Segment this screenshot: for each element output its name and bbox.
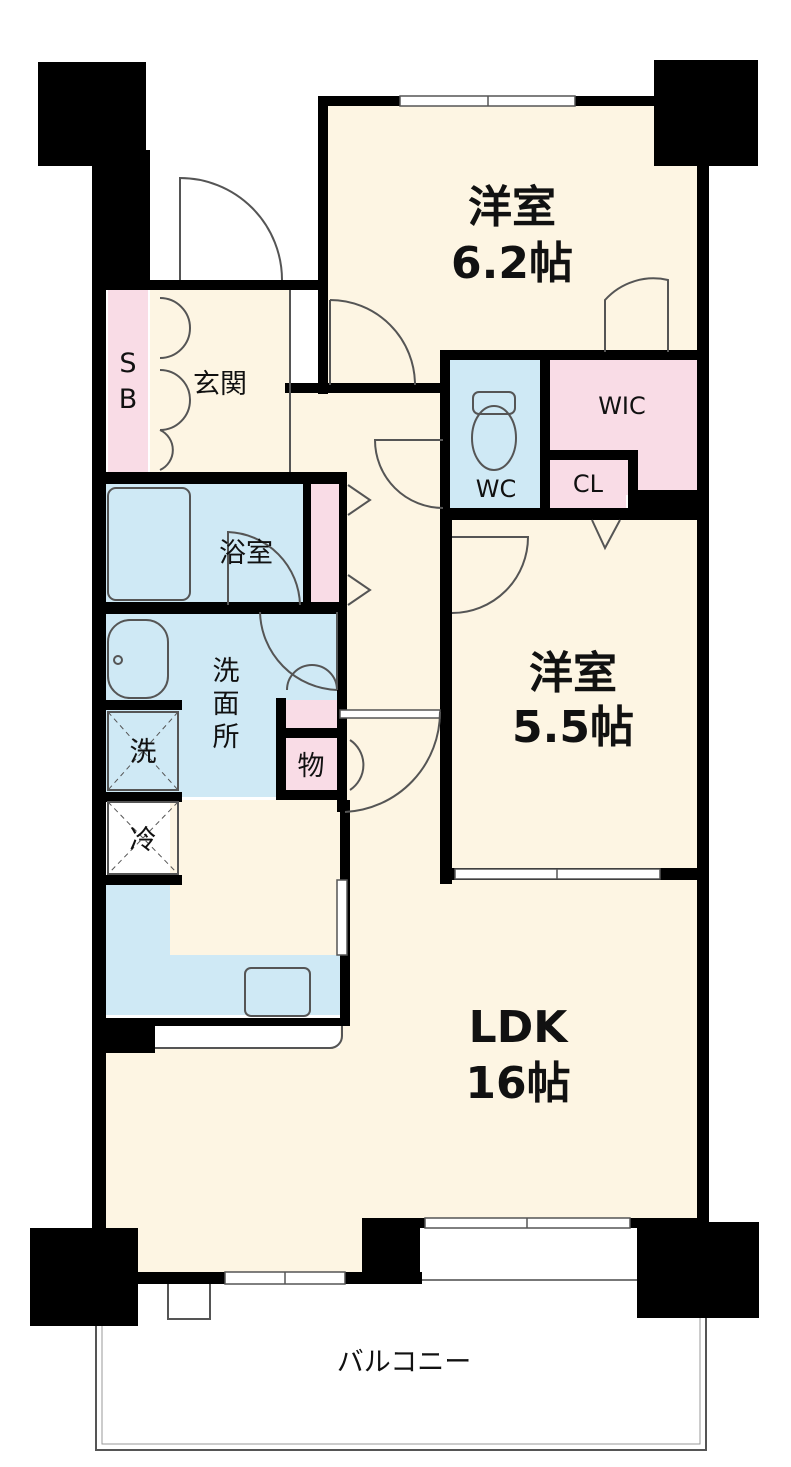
wall-wic-south: [628, 490, 703, 515]
washbasin: [107, 619, 169, 699]
balcony-label: バルコニー: [337, 1347, 471, 1378]
room1-size: 6.2帖: [451, 238, 573, 289]
column-top-right: [654, 60, 758, 166]
linen-cabinet: [310, 482, 343, 604]
door-ldk: [344, 711, 442, 813]
fridge-cross: [107, 801, 179, 875]
wall-storage-bottom: [276, 790, 346, 800]
door-room1: [329, 299, 416, 386]
windows: [224, 95, 661, 1285]
washroom-label-3: 所: [213, 722, 240, 753]
wall-fridge-south: [92, 875, 182, 885]
wall-storage-west: [276, 698, 286, 798]
wall-kitchen-pillar: [92, 1018, 155, 1053]
door-washroom: [259, 611, 338, 691]
ldk-size: 16帖: [465, 1058, 570, 1109]
entrance-floor: [150, 288, 290, 473]
wall-linen-east: [339, 478, 347, 613]
storage-label: 物: [298, 751, 325, 782]
washer-label: 洗: [130, 737, 157, 768]
door-bath: [227, 530, 301, 606]
room1-name: 洋室: [468, 182, 556, 233]
floor-fills: [98, 98, 700, 1278]
bathtub: [107, 487, 191, 601]
sink: [244, 967, 311, 1017]
ldk-floor: [98, 808, 700, 1278]
washroom-floor-2: [180, 612, 340, 712]
door-wc: [373, 439, 444, 509]
wall-entrance-south: [92, 472, 347, 484]
wall-hall-north: [285, 383, 445, 393]
room1-floor: [325, 98, 700, 390]
wall-bath-south: [92, 602, 347, 614]
door-washroom-cabinet: [286, 663, 338, 691]
ldk-name: LDK: [469, 1002, 570, 1053]
wall-wc-block-west: [440, 350, 450, 515]
wall-west-upper: [92, 150, 150, 280]
column-bottom-right: [637, 1222, 759, 1318]
wall-washer-top: [92, 700, 182, 710]
labels: 洋室 6.2帖 洋室 5.5帖 LDK 16帖 玄関 S B 浴室 洗 面 所 …: [119, 182, 646, 1378]
door-wic: [604, 277, 669, 352]
counter-edge: [155, 1026, 343, 1049]
window-hall: [339, 709, 441, 719]
bathroom-floor: [103, 482, 303, 607]
wall-kitchen-south: [155, 1018, 350, 1026]
entrance-label: 玄関: [193, 369, 247, 400]
shoebox-floor: [108, 290, 148, 472]
bathroom-label: 浴室: [219, 538, 273, 569]
wall-room2-west: [440, 512, 452, 884]
room2-floor: [450, 512, 700, 877]
door-front: [179, 176, 283, 281]
fridge-label: 冷: [130, 825, 157, 856]
kitchen-cutout: [170, 885, 340, 955]
door-cl: [591, 519, 621, 551]
window-kitchen: [336, 879, 348, 956]
room2-name: 洋室: [529, 648, 617, 699]
washroom-label-2: 面: [213, 689, 240, 720]
washer-pan: [107, 711, 179, 791]
toilet-bowl: [471, 405, 517, 471]
wall-east: [697, 150, 709, 1230]
fixtures: [107, 290, 517, 1049]
door-storage: [349, 739, 365, 791]
toilet-label: WC: [476, 475, 517, 503]
wall-wc-top: [440, 350, 698, 360]
wic-label: WIC: [598, 392, 646, 420]
wall-washroom-south: [92, 792, 182, 802]
wall-entrance-top: [92, 280, 324, 290]
wall-cl-top: [540, 450, 635, 460]
fridge-space: [107, 801, 179, 875]
door-room2: [451, 536, 530, 614]
wall-west: [92, 150, 106, 1280]
wall-bath-east: [303, 478, 311, 608]
washroom-label-1: 洗: [213, 656, 240, 687]
toilet-tank: [472, 391, 516, 415]
drain-icon: [113, 655, 123, 665]
column-top-left: [38, 62, 146, 166]
wall-wc-east: [540, 355, 550, 515]
cl-label: CL: [573, 470, 604, 498]
doors: [159, 176, 669, 813]
wall-cl-east: [628, 450, 638, 515]
door-linen: [347, 484, 372, 606]
balcony-drain: [167, 1282, 211, 1320]
small-storage: [285, 700, 337, 728]
wall-room1-west: [318, 96, 328, 394]
wall-south-step: [362, 1218, 420, 1284]
shoebox-label-s: S: [119, 348, 136, 379]
wall-storage-top: [276, 728, 346, 738]
storage-floor: [283, 738, 338, 793]
shoebox-label-b: B: [119, 384, 138, 415]
toilet-floor: [448, 355, 543, 510]
door-shoebox: [159, 297, 191, 471]
cl-floor: [548, 455, 626, 510]
room2-size: 5.5帖: [512, 702, 634, 753]
